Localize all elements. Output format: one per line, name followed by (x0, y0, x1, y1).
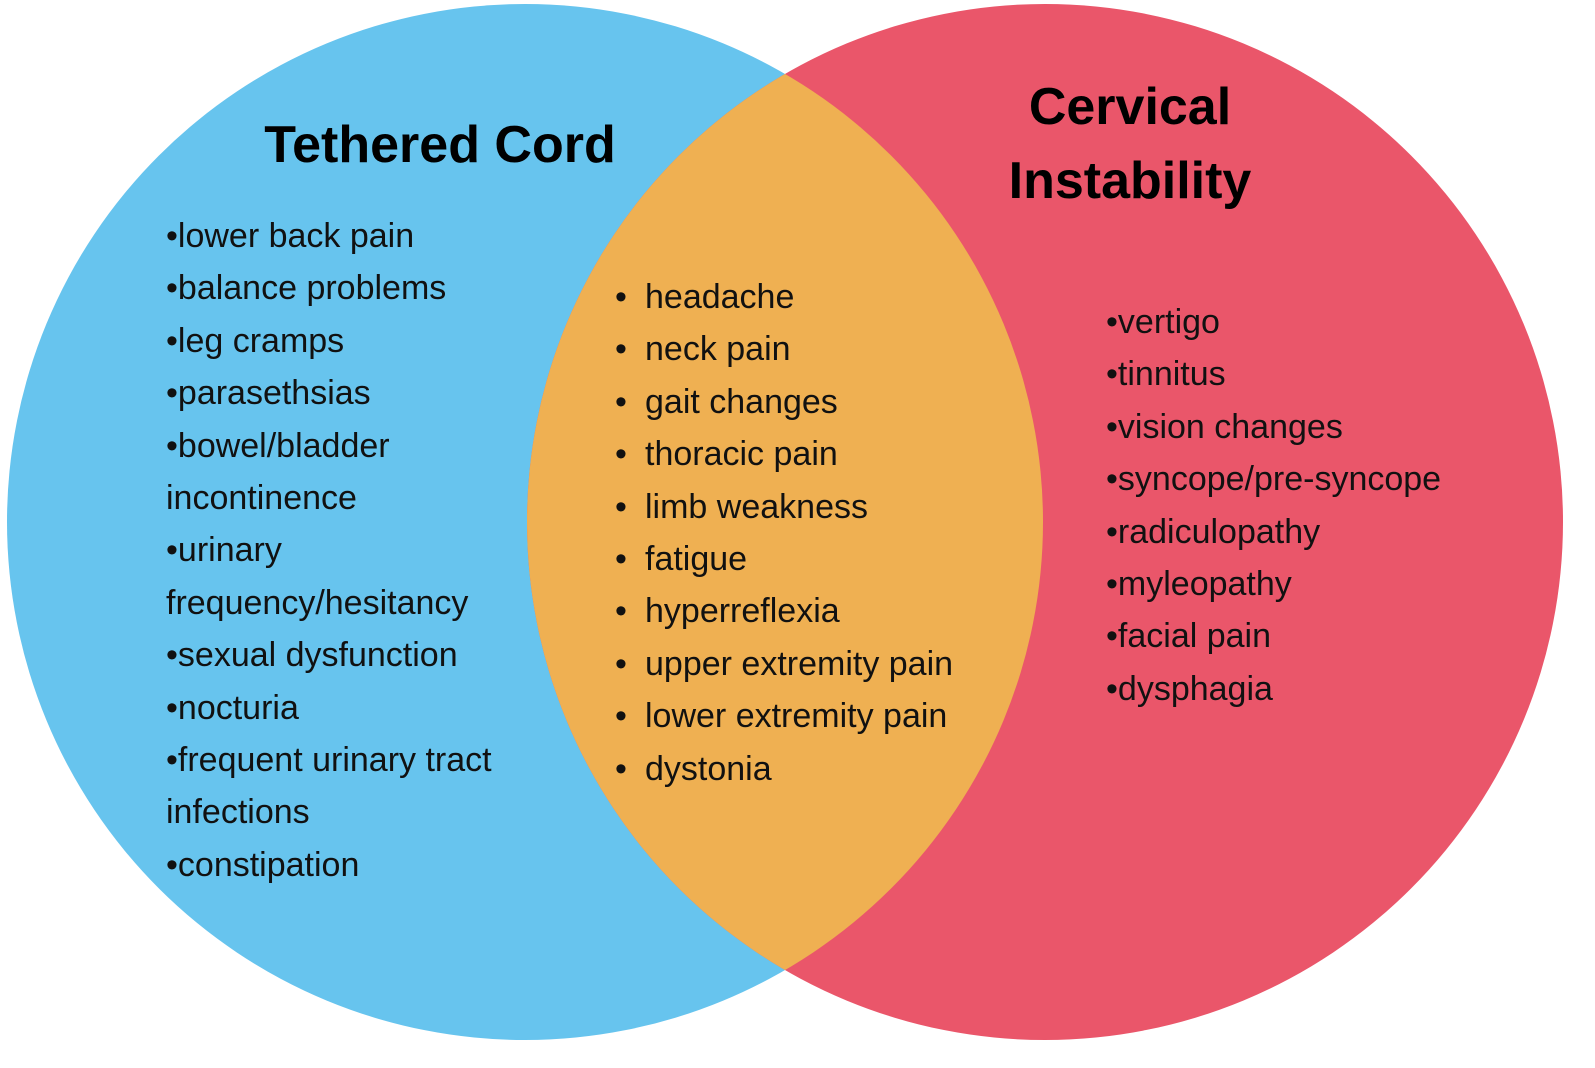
list-item: •frequent urinary tract (166, 741, 492, 780)
list-item: •facial pain (1106, 617, 1272, 656)
bullet: • (615, 435, 627, 474)
bullet: • (615, 749, 627, 788)
bullet: • (615, 644, 627, 683)
right-circle-title: Cervical Instability (960, 70, 1300, 218)
list-item-label: gait changes (645, 382, 838, 421)
list-item: • headache (615, 271, 1045, 323)
list-item: • fatigue (615, 533, 1045, 585)
overlap-region (527, 4, 1043, 1040)
list-item-label: hyperreflexia (645, 592, 840, 631)
list-item-label: thoracic pain (645, 435, 838, 474)
list-item-label: neck pain (645, 330, 791, 369)
list-item: infections (166, 793, 310, 832)
list-item: • gait changes (615, 376, 1045, 428)
list-item: •balance problems (166, 269, 447, 308)
list-item: •myleopathy (1106, 565, 1292, 604)
list-item: incontinence (166, 479, 357, 518)
right-title-line-1: Cervical (1028, 78, 1232, 136)
right-title-line-2: Instability (1008, 152, 1252, 210)
shared-symptom-list: • headache • neck pain • gait changes • thor… (615, 271, 1045, 795)
list-item: •nocturia (166, 688, 299, 727)
list-item: •parasethsias (166, 374, 371, 413)
list-item-label: headache (645, 278, 795, 316)
bullet: • (615, 330, 627, 369)
list-item: frequency/hesitancy (166, 583, 469, 622)
left-circle-title: Tethered Cord (264, 116, 616, 174)
list-item-label: dystonia (645, 749, 772, 788)
list-item-label: lower extremity pain (645, 697, 948, 736)
list-item: • limb weakness (615, 481, 1045, 533)
bullet: • (615, 487, 627, 526)
list-item: •bowel/bladder (166, 426, 390, 465)
list-item: •syncope/pre-syncope (1106, 460, 1442, 499)
bullet: • (615, 697, 627, 736)
bullet: • (615, 278, 627, 316)
list-item: •leg cramps (166, 321, 345, 360)
bullet: • (615, 382, 627, 421)
list-item: •dysphagia (1106, 669, 1273, 708)
list-item: •tinnitus (1106, 355, 1226, 394)
list-item: • dystonia (615, 743, 1045, 795)
list-item: •lower back pain (166, 217, 415, 255)
list-item-label: limb weakness (645, 487, 868, 526)
list-item-label: upper extremity pain (645, 644, 954, 683)
list-item: • thoracic pain (615, 428, 1045, 480)
bullet: • (615, 592, 627, 631)
list-item: • hyperreflexia (615, 585, 1045, 637)
left-symptom-list: •lower back pain •balance problems •leg … (166, 210, 556, 891)
list-item: •sexual dysfunction (166, 636, 458, 675)
list-item: •vertigo (1106, 303, 1220, 341)
list-item: •urinary (166, 531, 282, 570)
list-item: • upper extremity pain (615, 638, 1045, 690)
list-item: •vision changes (1106, 407, 1343, 446)
list-item: • neck pain (615, 323, 1045, 375)
bullet: • (615, 540, 627, 579)
list-item-label: fatigue (645, 540, 748, 579)
list-item: •constipation (166, 845, 360, 884)
list-item: • lower extremity pain (615, 690, 1045, 742)
right-symptom-list: •vertigo •tinnitus •vision changes •sync… (1106, 296, 1526, 715)
list-item: •radiculopathy (1106, 512, 1321, 551)
